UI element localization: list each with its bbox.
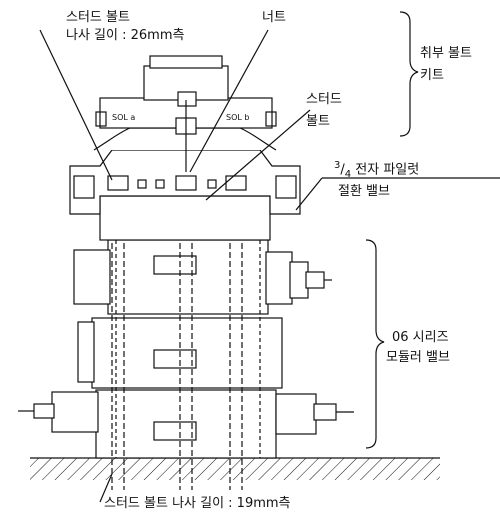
label-nut: 너트 xyxy=(262,10,286,25)
modular-valve-body-3 xyxy=(95,389,277,459)
label-stud-bolt-thread-top-1: 스터드 볼트 xyxy=(66,10,130,25)
fraction-denominator: 4 xyxy=(344,168,352,180)
label-mounting-bolt-kit-1: 취부 볼트 xyxy=(420,46,472,61)
leader-lines xyxy=(39,29,500,503)
pilot-valve-base xyxy=(69,149,301,241)
sol-b-plate: SOL b xyxy=(226,113,249,122)
modular-valve-body-1 xyxy=(107,239,269,315)
label-stud-bolt-2: 볼트 xyxy=(306,114,330,129)
sol-a-plate: SOL a xyxy=(112,113,135,122)
label-stud-bolt-thread-top-2: 나사 길이 : 26mm측 xyxy=(66,28,185,43)
stud-bolts xyxy=(111,180,243,490)
label-stud-bolt-thread-bottom: 스터드 볼트 나사 길이 : 19mm측 xyxy=(104,496,291,511)
label-modular-valve-2: 모듈러 밸브 xyxy=(386,350,450,365)
label-modular-valve-1: 06 시리즈 xyxy=(392,330,449,345)
label-mounting-bolt-kit-2: 키트 xyxy=(420,68,444,83)
base-plate xyxy=(30,457,440,480)
label-pilot-valve-1: 3/4 전자 파일럿 xyxy=(334,160,420,180)
modular-valve-body-2 xyxy=(91,317,283,389)
pilot-valve-text: 전자 파일럿 xyxy=(355,162,420,178)
fraction-numerator: 3 xyxy=(334,160,341,171)
modular-valve-stack xyxy=(18,239,354,459)
label-pilot-valve-2: 절환 밸브 xyxy=(338,184,390,199)
brackets xyxy=(365,11,419,449)
label-stud-bolt-1: 스터드 xyxy=(306,92,342,107)
solenoid-pilot-valve: SOL a SOL b xyxy=(93,55,277,172)
